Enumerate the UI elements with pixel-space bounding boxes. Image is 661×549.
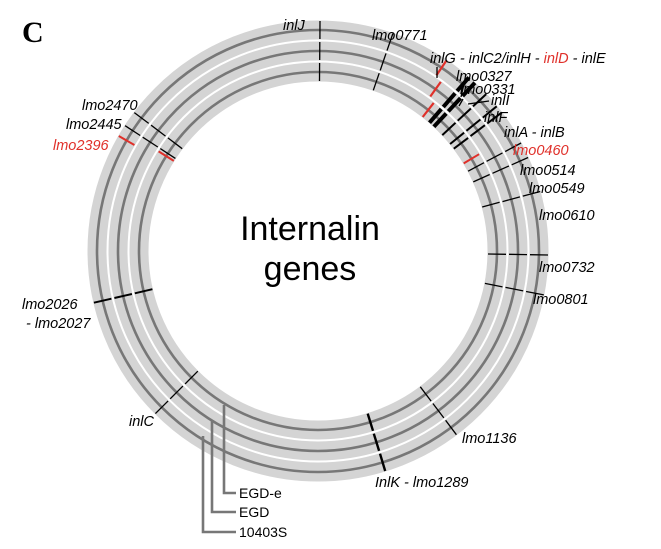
strain-leader-egd bbox=[210, 421, 236, 514]
gene-tick-lmo2026 bbox=[93, 297, 112, 304]
gene-tick-lmo2445 bbox=[159, 148, 176, 159]
leader-lmo0331 bbox=[458, 98, 464, 107]
gene-tick-inlK bbox=[372, 433, 381, 452]
strain-leader-egd-e bbox=[222, 405, 236, 495]
ring-egd bbox=[116, 49, 520, 453]
gene-label-inlA-inlB: inlA - inlB bbox=[504, 125, 565, 141]
gene-label-lmo0549: lmo0549 bbox=[529, 181, 585, 197]
panel-letter: C bbox=[22, 16, 44, 49]
gene-tick-lmo0610 bbox=[482, 201, 500, 208]
gene-label-inlG-group: inlG - inlC2/inlH - inlD - inlE bbox=[430, 51, 606, 67]
gene-tick-lmo0771 bbox=[379, 53, 387, 71]
gene-tick-inlB bbox=[453, 137, 469, 150]
gene-tick-lmo0801 bbox=[484, 282, 503, 288]
gene-tick-lmo0514 bbox=[504, 142, 522, 153]
gene-tick-lmo0801 bbox=[505, 286, 524, 292]
leader-inlI bbox=[467, 100, 490, 105]
gene-tick-lmo0549 bbox=[492, 165, 510, 174]
strain-leader-10403s bbox=[201, 436, 236, 534]
gene-tick-inlF bbox=[472, 93, 487, 108]
gene-tick-lmo0549 bbox=[473, 173, 490, 183]
gene-tick-inlK bbox=[366, 413, 375, 432]
gene-label-inlF: inlF bbox=[484, 110, 509, 126]
gene-label-lmo2445: lmo2445 bbox=[66, 117, 123, 133]
gene-label-inlK-lmo1289: InlK - lmo1289 bbox=[375, 475, 469, 491]
gene-tick-inlD bbox=[435, 59, 448, 76]
gene-tick-inlI-cluster bbox=[432, 112, 448, 129]
leader-lmo0327 bbox=[460, 83, 465, 98]
gene-tick-lmo2470 bbox=[150, 124, 166, 137]
gene-tick-lmo0771 bbox=[372, 72, 380, 91]
gene-tick-lmo1136 bbox=[432, 403, 445, 419]
gene-label-lmo0771: lmo0771 bbox=[372, 28, 428, 44]
gene-label-lmo2026-line2: - lmo2027 bbox=[26, 316, 91, 332]
gene-tick-lmo0460 bbox=[463, 153, 480, 165]
gene-tick-lmo2445 bbox=[142, 136, 159, 148]
gene-label-inlD: inlD bbox=[544, 51, 569, 67]
gene-tick-lmo0771 bbox=[386, 33, 394, 51]
gene-tick-lmo0549 bbox=[511, 156, 529, 166]
gene-label-lmo0610: lmo0610 bbox=[539, 208, 595, 224]
gene-tick-lmo0514 bbox=[486, 152, 503, 162]
gene-label-lmo2396: lmo2396 bbox=[53, 138, 110, 154]
gene-tick-inlA bbox=[482, 105, 498, 119]
center-title-line1: Internalin bbox=[240, 210, 380, 248]
gene-tick-inlF bbox=[441, 122, 457, 136]
ring-10403s bbox=[95, 28, 541, 474]
gene-tick-inlA bbox=[465, 118, 482, 132]
gene-tick-lmo2396 bbox=[158, 150, 175, 162]
strain-label-10403s: 10403S bbox=[239, 524, 287, 540]
gene-tick-inlI-cluster bbox=[427, 107, 443, 125]
gene-tick-lmo2026 bbox=[134, 288, 153, 295]
gene-tick-inlC bbox=[169, 385, 184, 400]
gene-tick-inlD bbox=[429, 81, 442, 98]
gene-tick-lmo2445 bbox=[124, 125, 141, 137]
gene-tick-inlF bbox=[457, 107, 472, 122]
gene-label-inlC: inlC bbox=[129, 414, 155, 430]
gene-label-inlI: inlI bbox=[491, 93, 510, 109]
gene-tick-lmo0514 bbox=[467, 162, 485, 172]
gene-label-lmo0514: lmo0514 bbox=[520, 163, 576, 179]
gene-label-lmo2026-line1: lmo2026 bbox=[22, 297, 79, 313]
gene-label-lmo1136: lmo1136 bbox=[462, 431, 517, 447]
gene-tick-inlC bbox=[184, 370, 199, 385]
gene-tick-inlK bbox=[378, 453, 387, 472]
gene-tick-inlB bbox=[486, 111, 503, 125]
gene-tick-lmo2396 bbox=[118, 135, 135, 146]
gene-label-lmo0327: lmo0327 bbox=[456, 69, 513, 85]
gene-tick-inlI-cluster bbox=[455, 76, 471, 93]
gene-label-lmo2470: lmo2470 bbox=[82, 98, 138, 114]
gene-tick-lmo1136 bbox=[419, 386, 432, 402]
gene-tick-lmo2470 bbox=[133, 112, 150, 124]
ring-egd-e bbox=[137, 70, 499, 432]
gene-label-lmo0331: lmo0331 bbox=[460, 82, 516, 98]
gene-ticks bbox=[93, 20, 549, 472]
gene-tick-inlA bbox=[449, 131, 465, 145]
gene-tick-lmo0610 bbox=[502, 196, 521, 203]
gene-tick-inlB bbox=[469, 124, 486, 137]
gene-tick-lmo2470 bbox=[167, 137, 183, 150]
gene-tick-lmo0610 bbox=[522, 190, 541, 197]
strain-rings bbox=[87, 20, 549, 482]
gene-label-inlG-pre: inlG - inlC2/inlH - bbox=[430, 51, 544, 67]
gene-tick-inlI-cluster bbox=[461, 81, 477, 98]
gene-tick-inlI-cluster bbox=[446, 96, 462, 113]
strain-label-egd-e: EGD-e bbox=[239, 485, 282, 501]
gene-label-lmo0460: lmo0460 bbox=[513, 143, 569, 159]
gene-tick-lmo1136 bbox=[445, 419, 457, 436]
gene-label-lmo0732: lmo0732 bbox=[539, 260, 595, 276]
gene-tick-lmo0801 bbox=[525, 290, 544, 296]
gene-tick-lmo2026 bbox=[114, 293, 133, 299]
gene-tick-inlI-cluster bbox=[441, 91, 457, 109]
label-leaders bbox=[436, 67, 490, 107]
strain-label-egd: EGD bbox=[239, 504, 269, 520]
gene-tick-inlD bbox=[421, 102, 435, 118]
center-title-line2: genes bbox=[264, 250, 357, 288]
gene-label-inlG-post: - inlE bbox=[569, 51, 606, 67]
gene-label-lmo0801: lmo0801 bbox=[533, 292, 589, 308]
gene-tick-inlC bbox=[154, 400, 169, 415]
gene-label-inlJ: inlJ bbox=[283, 18, 306, 34]
